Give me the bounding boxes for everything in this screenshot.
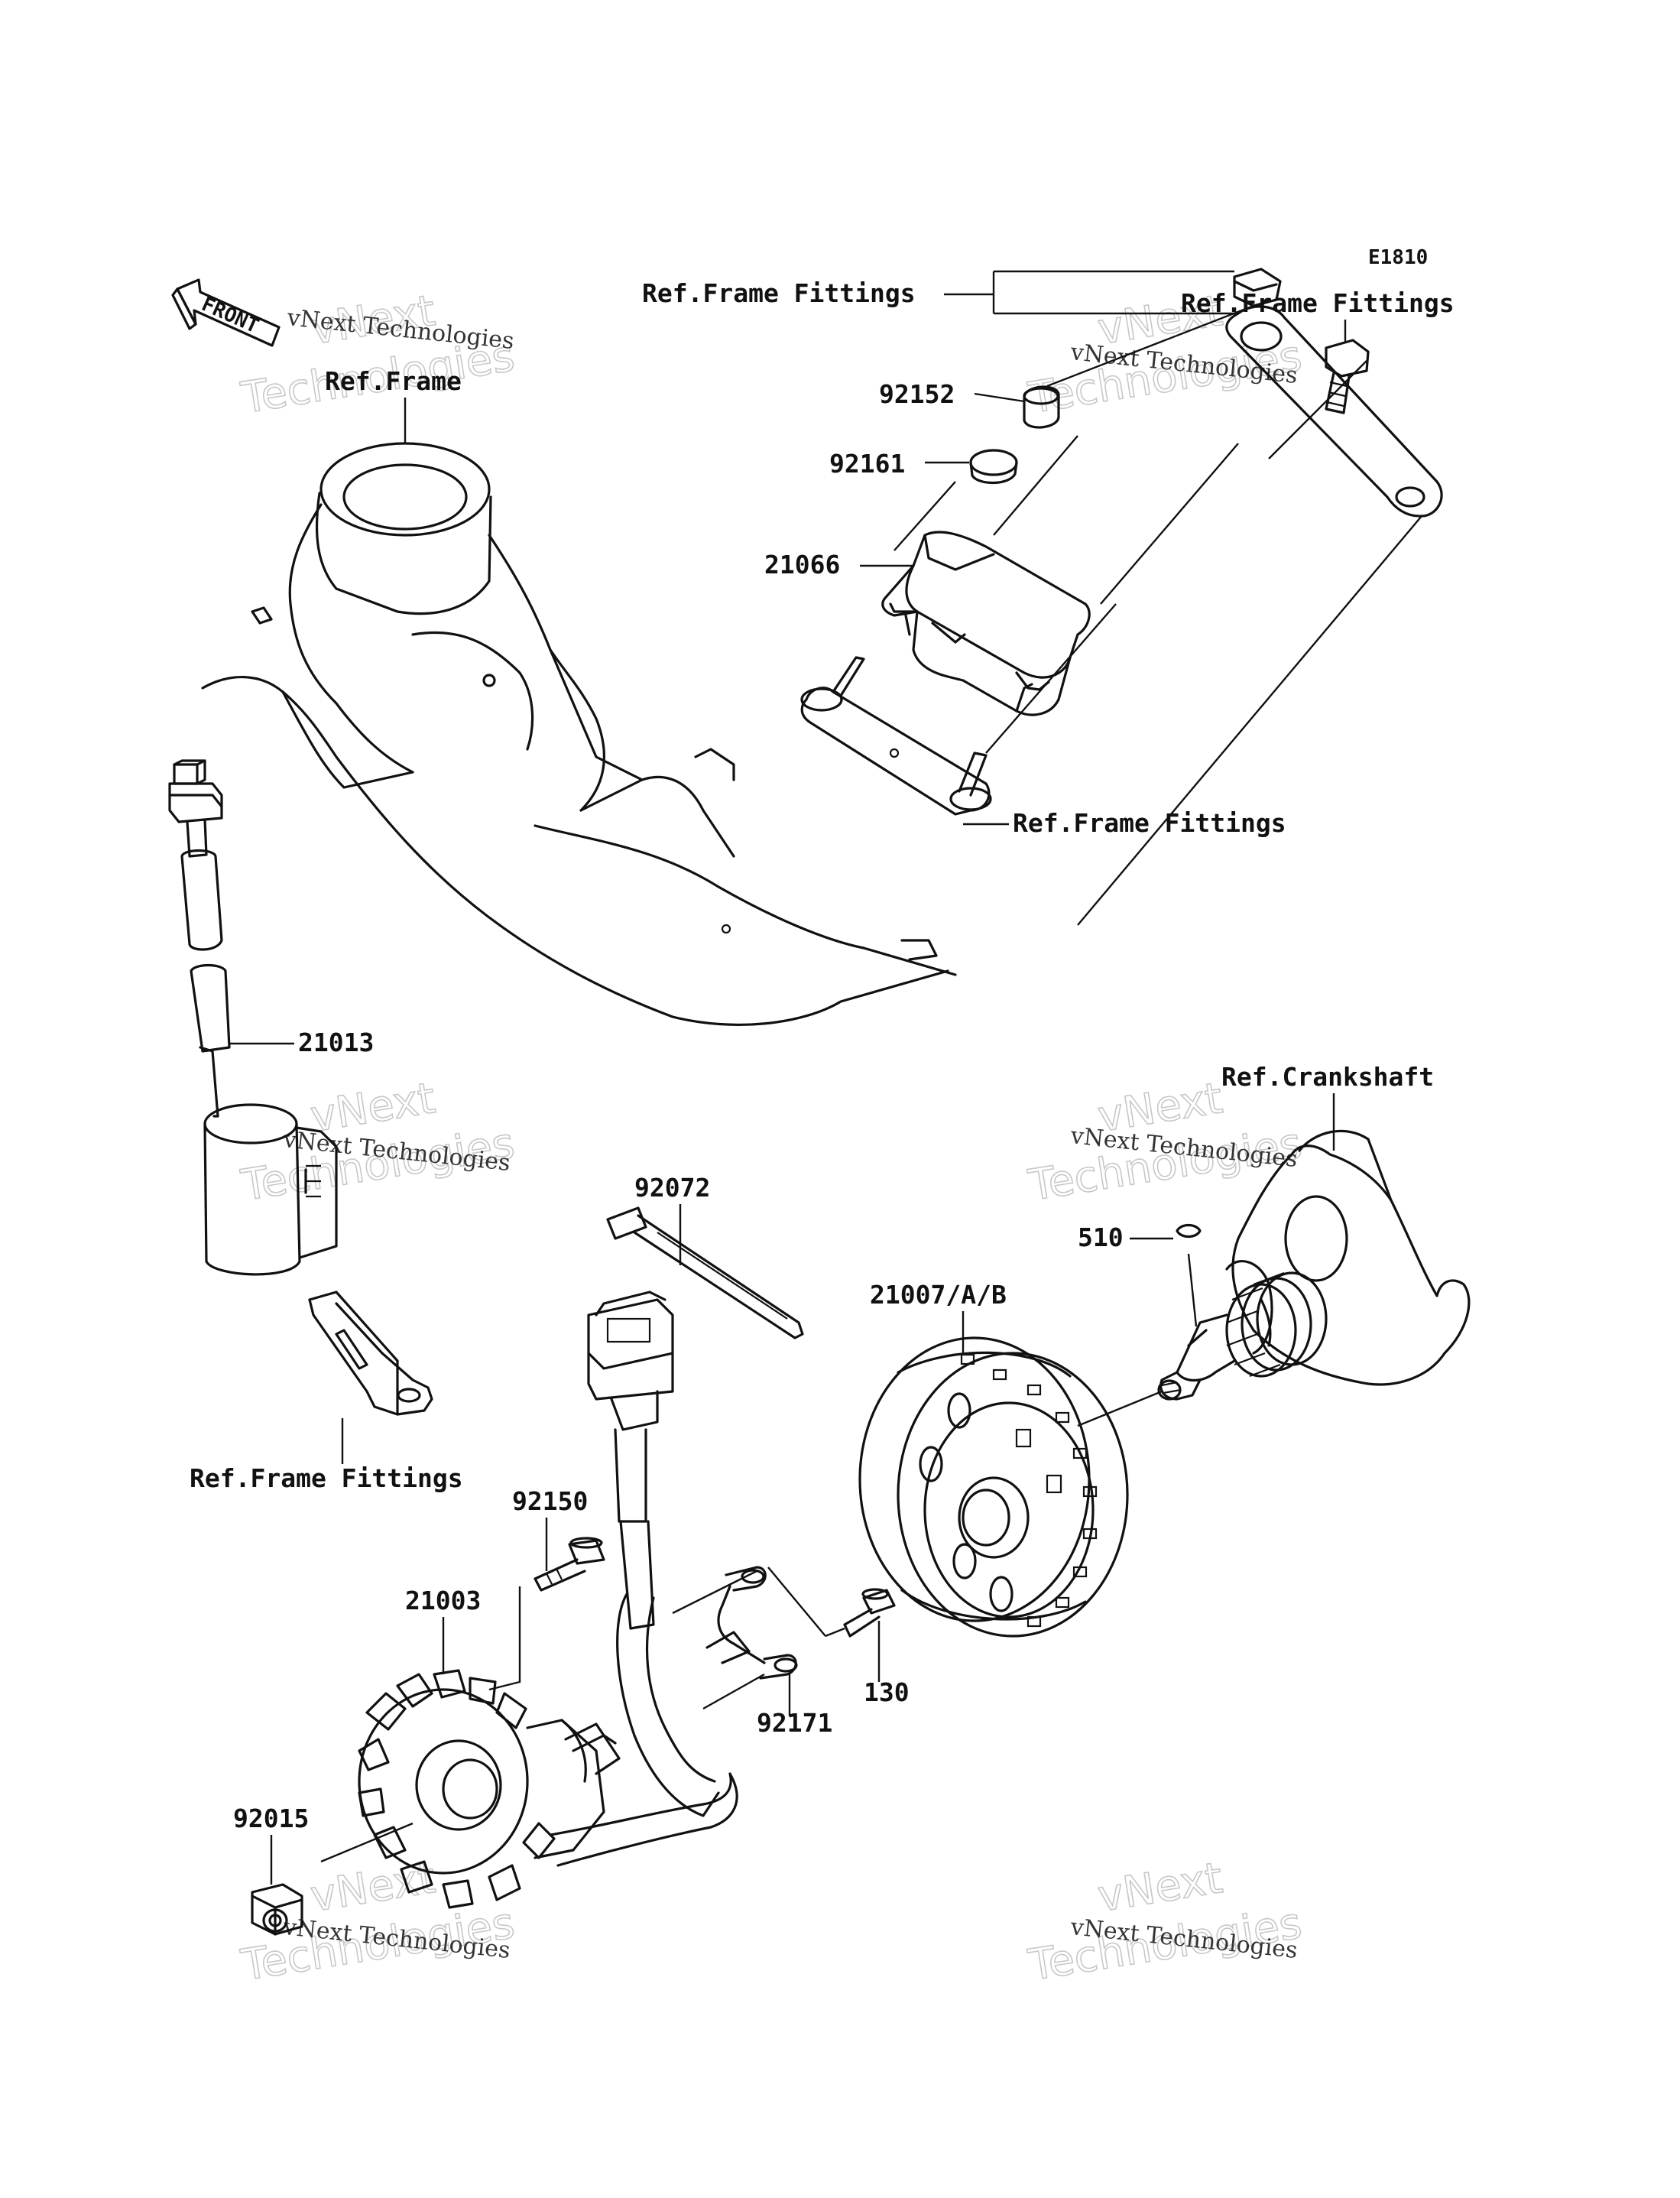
leader-nut-to-stator [320,1822,414,1863]
svg-text:FRONT: FRONT [198,293,262,338]
stator [358,1669,738,1909]
label-92015: 92015 [233,1804,309,1833]
label-92171: 92171 [757,1708,832,1738]
connector-21013 [168,759,231,1118]
leader-rotor-to-crank [1077,1390,1163,1427]
cable-tie [606,1206,804,1339]
svg-text:vNext: vNext [1095,1853,1226,1922]
cdi-unit [800,531,1091,816]
label-510: 510 [1078,1222,1124,1252]
label-ref-crankshaft: Ref.Crankshaft [1221,1062,1434,1092]
label-ref-frame-fittings-bottom: Ref.Frame Fittings [190,1463,463,1493]
label-21003: 21003 [405,1586,481,1615]
bolt-130 [843,1588,896,1638]
leader-ref-frame-fittings-top-left [944,270,1238,315]
rotor-slots [960,1353,1098,1628]
label-92072: 92072 [634,1173,710,1203]
crankshaft [1157,1129,1471,1401]
watermark-top-left: vNext Technologies vNext Technologies [237,285,518,424]
leader-key-to-shaft [1187,1253,1198,1327]
label-21007: 21007/A/B [870,1280,1007,1310]
label-21013: 21013 [298,1028,374,1057]
clamp-92171 [705,1566,798,1680]
label-21066: 21066 [764,550,840,580]
woodruff-key [1176,1223,1202,1239]
label-ref-frame: Ref.Frame [325,366,462,396]
watermark-bottom-right: vNext Technologies vNext Technologies [1024,1852,1305,1992]
front-arrow-icon: FRONT [171,278,281,347]
clamp-leader-lines [672,1567,845,1710]
gear-teeth [1226,1271,1285,1378]
label-ref-frame-fittings-top-left: Ref.Frame Fittings [642,278,916,308]
label-ref-frame-fittings-top-right: Ref.Frame Fittings [1181,288,1455,318]
nut-92015 [251,1883,303,1936]
capacitor [203,1103,338,1276]
watermark-mid-left: vNext Technologies vNext Technologies [237,1073,518,1212]
stator-connector [587,1291,720,1817]
rotor-flywheel [858,1336,1129,1638]
label-130: 130 [864,1677,910,1707]
label-ref-frame-fittings-mid: Ref.Frame Fittings [1013,808,1286,838]
bracket-assembly [969,268,1443,518]
capacitor-bracket [308,1291,433,1416]
bolt-92150 [534,1537,605,1592]
leader-bolt-to-stator [488,1586,521,1691]
leader-92152 [974,392,1025,403]
label-92150: 92150 [512,1486,588,1516]
assembly-leader-lines [894,304,1422,926]
diagram-code: E1810 [1368,246,1428,269]
frame-drawing [201,442,957,1026]
label-92161: 92161 [829,449,905,479]
label-92152: 92152 [879,379,955,409]
